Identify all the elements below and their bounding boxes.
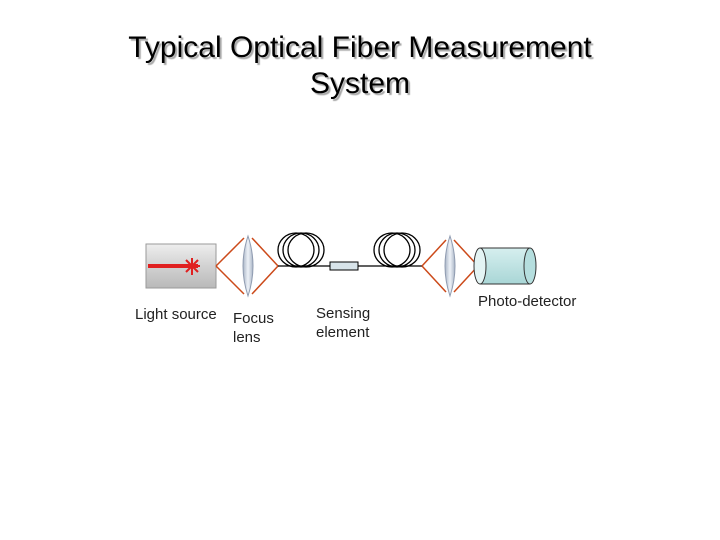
- focus-lens-right: [421, 234, 479, 298]
- title-line-1: Typical Optical Fiber Measurement: [128, 31, 592, 64]
- sensing-label-line-2: element: [316, 324, 370, 341]
- sensing-element: [329, 261, 359, 271]
- focus-lens-left: [215, 234, 279, 298]
- focus-lens-label-line-2: lens: [233, 329, 261, 346]
- light-source-label: Light source: [135, 306, 217, 323]
- focus-lens-label: Focus lens: [233, 309, 274, 347]
- focus-lens-label-line-1: Focus: [233, 310, 274, 327]
- slide-title: Typical Optical Fiber Measurement System: [0, 30, 720, 102]
- sensing-element-label: Sensing element: [316, 304, 370, 342]
- title-line-2: System: [309, 67, 411, 100]
- laser-spark-icon: [184, 258, 200, 275]
- sensing-label-line-1: Sensing: [316, 305, 371, 322]
- photo-detector: [473, 247, 537, 285]
- optical-fiber-left: [277, 232, 330, 268]
- light-source: [145, 243, 217, 289]
- optical-fiber-right: [358, 232, 422, 268]
- photo-detector-label: Photo-detector: [478, 293, 577, 310]
